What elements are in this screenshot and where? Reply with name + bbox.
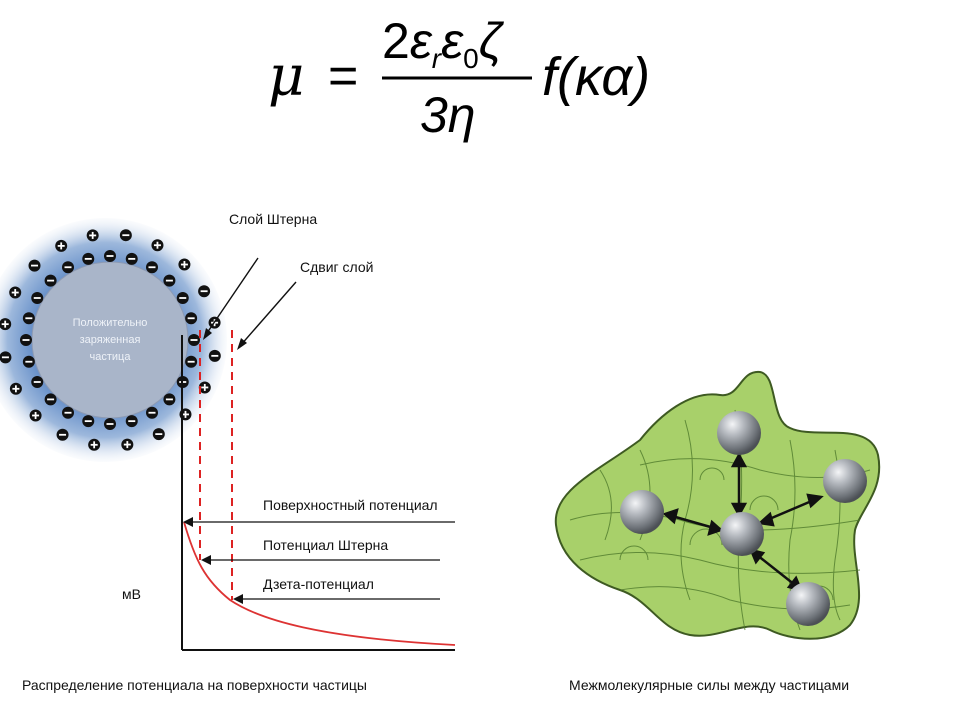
positive-charge [86,229,99,242]
zeta-potential-label: Дзета-потенциал [263,576,374,592]
negative-charge [146,406,158,419]
positive-charge [9,382,22,395]
zeta-potential-arrowhead [233,594,243,604]
negative-charge [22,355,35,368]
negative-charge [31,376,44,388]
negative-charge [119,229,132,242]
positive-charge [121,438,134,451]
negative-charge [31,292,44,304]
negative-charge [28,259,41,272]
sphere-left [620,490,664,534]
potential-diagram [0,218,456,651]
negative-charge [56,428,69,441]
medium-blob [554,370,881,640]
formula-num-eps: ε [410,13,433,69]
negative-charge [20,334,32,346]
negative-charge [104,418,116,430]
negative-charge [62,261,74,274]
negative-charge [152,428,165,441]
positive-charge [29,409,42,422]
formula-mu: μ [268,44,304,109]
negative-charge [82,252,95,265]
formula-denominator: 3η [420,87,476,143]
negative-charge [185,355,198,368]
shear-layer-arrowhead [237,338,247,350]
axis-unit-label: мВ [122,586,141,602]
sphere-top [717,411,761,455]
sphere-center [720,512,764,556]
negative-charge [62,406,74,419]
formula-num-zeta: ζ [479,13,505,69]
negative-charge [125,415,138,428]
negative-charge [176,292,189,304]
potential-curve [183,521,456,646]
right-caption: Межмолекулярные силы между частицами [569,677,850,693]
negative-charge [82,415,95,428]
negative-charge [146,261,158,274]
positive-charge [9,286,22,299]
shear-layer-pointer [239,281,297,347]
positive-charge [178,258,191,271]
formula-equals: = [328,47,358,105]
negative-charge [0,351,12,364]
negative-charge [163,274,176,287]
negative-charge [44,274,57,287]
force-arrows [662,452,824,592]
negative-charge [125,252,138,265]
positive-charge [198,381,211,394]
positive-charge [0,318,12,331]
formula-num-eps2: ε [441,13,464,69]
negative-charges [0,229,221,441]
formula: μ = 2εrε0ζ 3η f(κα) [268,13,650,143]
negative-charge [104,250,116,262]
negative-charge [44,393,57,406]
sphere-right [823,459,867,503]
positive-charge [88,438,101,451]
negative-charge [208,349,221,362]
positive-charge [55,239,68,252]
formula-numerator: 2εrε0ζ [382,13,505,74]
shear-layer-label: Сдвиг слой [300,259,374,275]
left-caption: Распределение потенциала на поверхности … [22,677,367,693]
intermolecular-diagram [554,370,881,640]
stern-potential-arrowhead [201,555,211,565]
negative-charge [163,393,176,406]
particle-label-line1: Положительно [72,317,148,329]
positive-charge [151,239,164,252]
sphere-bottom [786,582,830,626]
stern-layer-label: Слой Штерна [229,211,318,227]
particle-label-line3: частица [89,351,131,363]
particle-label-line2: заряженная [79,334,141,346]
stern-layer-arrowhead [203,328,212,340]
formula-function: f(κα) [542,47,650,107]
stern-potential-label: Потенциал Штерна [263,537,389,553]
particle-label: Положительно заряженная частица [60,315,160,366]
negative-charge [22,312,35,325]
negative-charge [188,334,200,346]
formula-num-sub-r: r [432,43,443,74]
negative-charge [185,312,198,325]
formula-num-sub-0: 0 [463,43,479,74]
surface-potential-label: Поверхностный потенциал [263,497,438,513]
formula-num-two: 2 [382,13,410,69]
surface-potential-arrowhead [183,517,193,527]
negative-charge [198,285,211,298]
stern-layer-pointer [204,257,259,337]
